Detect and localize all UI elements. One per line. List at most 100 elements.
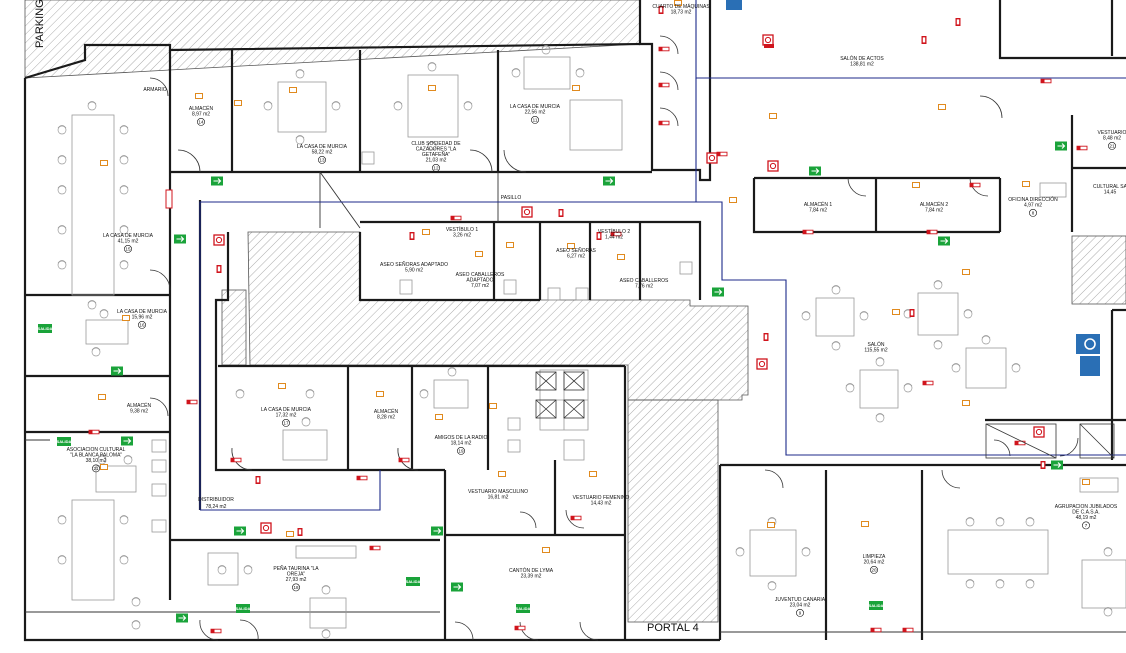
room-area: 18,73 m2 <box>671 10 692 16</box>
room-area: 8,28 m2 <box>377 415 395 421</box>
room-number-circle <box>1108 141 1116 150</box>
room-area: 8,97 m2 <box>192 112 210 118</box>
exit-sign-text: SALIDA <box>869 603 884 608</box>
room-number-circle <box>282 418 290 427</box>
room-area: 138,81 m2 <box>850 62 874 68</box>
room-name: "LA BLANCA PALOMA" <box>70 453 123 459</box>
room-number-circle <box>1029 208 1037 217</box>
room-area: 27,93 m2 <box>286 577 307 583</box>
room-number-circle <box>138 320 146 329</box>
room-number: 14 <box>198 120 204 125</box>
room-name: ASEO SEÑORAS <box>556 247 596 254</box>
room-area: 21,03 m2 <box>426 158 447 164</box>
room-name: ASEO CABALLEROS <box>456 272 505 278</box>
room-number: 19 <box>458 449 464 454</box>
room-area: 3,26 m2 <box>453 233 471 239</box>
room-area: 22,56 m2 <box>525 110 546 116</box>
room-number-circle <box>92 464 100 473</box>
lift-shafts <box>535 371 1115 459</box>
room-name: ALMACÉN 2 <box>920 201 949 208</box>
room-area: 115,55 m2 <box>864 348 887 354</box>
room-area: 18,14 m2 <box>451 441 472 447</box>
armario-label: ARMARIO <box>143 87 166 93</box>
room-name: ALMACÉN <box>374 408 399 415</box>
room-number: 13 <box>319 158 325 163</box>
room-name: ALMACÉN 1 <box>804 201 833 208</box>
room-area: 7,84 m2 <box>809 208 827 214</box>
room-name: OREJA" <box>287 572 306 578</box>
accessible-icon <box>726 0 1100 376</box>
room-area: 41,15 m2 <box>118 239 139 245</box>
room-area: 16,81 m2 <box>488 495 509 501</box>
room-number-circle <box>318 155 326 164</box>
room-number-circle <box>124 244 132 253</box>
room-area: 17,32 m2 <box>276 413 297 419</box>
room-area: 23,39 m2 <box>521 574 542 580</box>
room-number: 12 <box>433 166 439 171</box>
room-area: 48,19 m2 <box>1076 515 1097 521</box>
room-name: LA CASA DE MURCIA <box>117 309 168 315</box>
room-name: DE C.A.S.A. <box>1072 510 1100 516</box>
room-name: GETAFEÑA" <box>422 151 451 158</box>
room-name: SALÓN <box>868 341 885 348</box>
room-name: LA CASA DE MURCIA <box>103 233 154 239</box>
door-swings <box>149 35 1079 641</box>
room-area: 5,90 m2 <box>405 268 423 274</box>
room-name: LA CASA DE MURCIA <box>510 104 561 110</box>
room-number: 21 <box>93 466 99 471</box>
room-number: 8 <box>1032 211 1035 216</box>
portal-label: PORTAL 4 <box>647 622 699 634</box>
room-name: ASOCIACION CULTURAL <box>67 447 126 453</box>
room-label: ASOCIACION CULTURAL"LA BLANCA PALOMA"38,… <box>67 447 126 473</box>
room-name: ASEO CABALLEROS <box>620 278 669 284</box>
room-area: 58,22 m2 <box>312 150 333 156</box>
room-name: CLUB SOCIEDAD DE <box>411 141 461 147</box>
room-number-circle <box>197 118 205 126</box>
room-number: 9 <box>799 611 802 616</box>
interior-lines <box>25 171 1126 633</box>
room-area: 14,43 m2 <box>591 501 612 507</box>
room-number: 21 <box>1109 144 1115 149</box>
room-area: 1,44 m2 <box>605 235 623 241</box>
room-number-circle <box>432 163 440 172</box>
room-name: ALMACÉN <box>189 105 214 112</box>
room-number-circle <box>796 609 804 617</box>
room-name: AMIGOS DE LA RADIO <box>435 435 488 441</box>
room-area: 4,97 m2 <box>1024 203 1042 209</box>
exit-sign-text: SALIDA <box>406 579 421 584</box>
fire-equipment <box>88 6 1088 634</box>
room-name: JUVENTUD CANARIA <box>775 597 826 603</box>
room-name: LIMPIEZA <box>863 554 886 560</box>
room-area: 23,04 m2 <box>790 603 811 609</box>
room-area: 15,96 m2 <box>132 315 153 321</box>
room-name: PEÑA TAURINA "LA <box>273 565 319 572</box>
room-area: 20,64 m2 <box>864 560 885 566</box>
room-number: 11 <box>533 118 538 123</box>
distribuidor-name: DISTRIBUIDOR <box>198 497 234 503</box>
room-name: CANTÓN DE LYMA <box>509 567 554 574</box>
room-number: 20 <box>871 568 877 573</box>
room-label: ALMACÉN 27,84 m2 <box>920 201 949 214</box>
pasillo-label: PASILLO <box>501 195 522 201</box>
room-number: 16 <box>139 323 145 328</box>
room-name: LA CASA DE MURCIA <box>261 407 312 413</box>
